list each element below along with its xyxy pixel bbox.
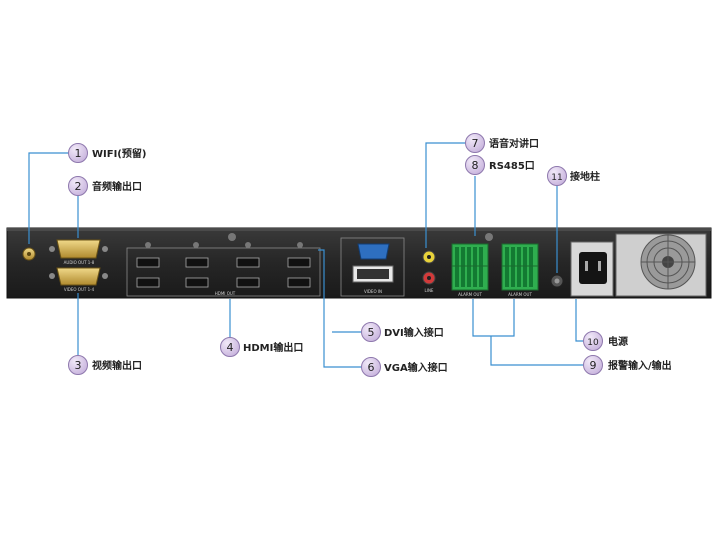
intercom-audio-jacks <box>422 250 436 285</box>
callout-6: 6 VGA输入接口 <box>361 357 448 377</box>
callout-11-number: 11 <box>551 173 562 183</box>
video-out-silk: VIDEO OUT 1-4 <box>64 287 95 292</box>
alarm-out-silk-2: ALARM OUT <box>508 292 532 297</box>
video-in-silk: VIDEO IN <box>364 289 382 294</box>
leader-line-1 <box>28 152 69 244</box>
callout-5-label: DVI输入接口 <box>384 326 444 339</box>
callout-4-circle <box>220 337 240 357</box>
callout-5: 5 DVI输入接口 <box>361 322 444 342</box>
callout-4-number: 4 <box>227 341 234 354</box>
callout-3: 3 视频输出口 <box>68 355 142 375</box>
callout-7-circle <box>465 133 485 153</box>
callout-11-label: 接地柱 <box>570 170 600 183</box>
power-socket <box>570 241 614 297</box>
audio-out-connector <box>49 239 108 259</box>
callout-9: 9 报警输入/输出 <box>583 355 672 375</box>
callout-2: 2 音频输出口 <box>68 176 142 196</box>
callout-6-label: VGA输入接口 <box>384 361 448 374</box>
callout-9-label: 报警输入/输出 <box>608 359 672 372</box>
callout-11-circle <box>547 166 567 186</box>
callout-10-label: 电源 <box>608 335 628 348</box>
leader-line-10 <box>575 299 583 342</box>
leader-line-7 <box>425 142 466 248</box>
callout-4: 4 HDMI输出口 <box>220 337 303 357</box>
callout-5-number: 5 <box>368 326 375 339</box>
alarm-terminal-block-1 <box>451 243 489 291</box>
callout-7: 7 语音对讲口 <box>465 133 539 153</box>
callout-4-label: HDMI输出口 <box>243 341 303 354</box>
callout-3-circle <box>68 355 88 375</box>
hdmi-out-silk: HDMI OUT <box>215 291 236 296</box>
wifi-antenna-connector <box>22 247 36 261</box>
callout-2-label: 音频输出口 <box>92 180 142 193</box>
callout-3-label: 视频输出口 <box>92 359 142 372</box>
callout-9-number: 9 <box>590 359 597 372</box>
callout-6-number: 6 <box>368 361 375 374</box>
callout-10-number: 10 <box>587 338 599 348</box>
callout-7-number: 7 <box>472 137 479 150</box>
video-out-connector <box>49 267 108 286</box>
callout-7-label: 语音对讲口 <box>489 137 539 150</box>
callout-10-circle <box>583 331 603 351</box>
leader-line-6 <box>318 249 362 368</box>
callout-5-circle <box>361 322 381 342</box>
callout-9-circle <box>583 355 603 375</box>
leader-line-9a <box>472 299 515 337</box>
callout-10: 10 电源 <box>583 331 628 351</box>
line-silk: LINE <box>425 288 434 293</box>
callout-8-number: 8 <box>472 159 479 172</box>
callout-1-number: 1 <box>75 147 82 160</box>
audio-out-silk: AUDIO OUT 1-8 <box>64 260 95 265</box>
hdmi-port-group <box>126 233 321 297</box>
callout-1-circle <box>68 143 88 163</box>
callout-2-circle <box>68 176 88 196</box>
alarm-out-silk-1: ALARM OUT <box>458 292 482 297</box>
callout-8: 8 RS485口 <box>465 155 535 175</box>
callout-3-number: 3 <box>75 359 82 372</box>
alarm-terminal-block-2 <box>501 243 539 291</box>
leader-line-9b <box>490 336 583 366</box>
cooling-fan <box>615 233 707 297</box>
callout-8-label: RS485口 <box>489 161 535 172</box>
callout-11: 11 接地柱 <box>547 166 600 186</box>
panel-screw <box>485 233 493 241</box>
callout-1-label: WIFI(预留) <box>92 147 146 160</box>
callout-2-number: 2 <box>75 180 82 193</box>
callout-6-circle <box>361 357 381 377</box>
ground-post <box>550 274 564 288</box>
video-in-group <box>340 237 405 297</box>
callout-8-circle <box>465 155 485 175</box>
callout-1: 1 WIFI(预留) <box>68 143 146 163</box>
